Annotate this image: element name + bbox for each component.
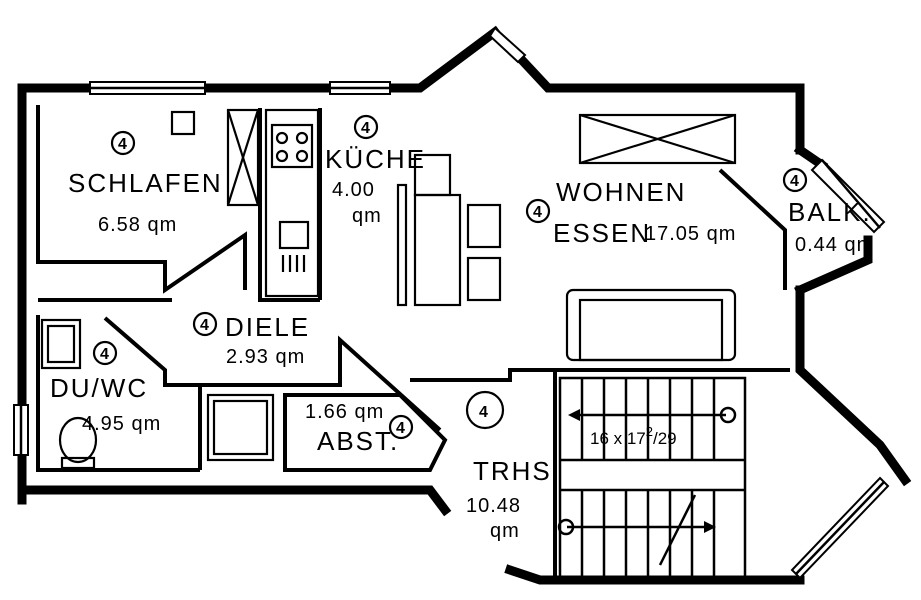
marker-wohnen [525,198,551,224]
marker-diele [192,311,218,337]
area-duwc: 4.95 qm [82,413,161,435]
marker-abst [388,414,414,440]
label-abst: ABST. [317,426,399,456]
room-markers: 4 4 4 4 4 4 4 4 [92,114,808,440]
marker-duwc [92,340,118,366]
area-abst: 1.66 qm [305,401,384,423]
kitchen-counter [264,108,320,298]
area-trhs-value: 10.48 [466,495,521,517]
marker-kueche [353,114,379,140]
marker-balkon-text: 4 [790,173,799,190]
window-balkon [810,158,886,234]
stair-arrow-up [568,409,580,421]
marker-diele-text: 4 [200,317,209,334]
label-schlafen: SCHLAFEN [68,168,223,198]
windows [13,26,890,580]
stair-outline [558,376,747,580]
label-duwc: DU/WC [50,373,148,403]
shower [40,318,82,370]
marker-abst-text: 4 [396,420,405,437]
dining-table [413,193,462,307]
dining-bench [396,183,408,307]
fixtures [40,108,737,470]
room-labels: SCHLAFEN 6.58 qm KÜCHE 4.00 qm WOHNEN ES… [50,144,874,542]
stair-arrow-down [704,521,716,533]
wardrobe [226,108,260,207]
label-wohnen: WOHNEN [556,177,686,207]
chair-right-2 [466,256,502,302]
outer-walls [17,25,912,585]
stair-dimension: 16 x 172/29 [590,424,677,448]
area-schlafen: 6.58 qm [98,214,177,236]
label-diele: DIELE [225,312,310,342]
label-balkon: BALK. [788,197,872,227]
staircase: 16 x 172/29 [557,376,747,580]
marker-wohnen-text: 4 [533,204,542,221]
toilet [58,416,98,464]
area-trhs-unit: qm [490,520,520,542]
window-wohnen-bay [488,26,527,64]
kitchen-sink [278,220,310,250]
marker-balkon [782,167,808,193]
label-kueche: KÜCHE [325,144,426,174]
interior-walls [36,105,790,580]
nightstand [170,110,196,136]
area-kueche-value: 4.00 [332,179,375,201]
marker-schlafen [110,130,136,156]
marker-trhs [465,390,505,430]
area-wohnen: 17.05 qm [645,223,736,245]
chair-top [413,153,452,197]
storage-box [206,393,275,462]
area-balkon: 0.44 qm [795,234,874,256]
sideboard [578,113,737,165]
stove [270,123,314,169]
marker-kueche-text: 4 [361,120,370,137]
chair-right-1 [466,203,502,249]
marker-trhs-text: 4 [479,404,488,421]
marker-schlafen-text: 4 [118,136,127,153]
label-trhs: TRHS [473,456,552,486]
marker-duwc-text: 4 [100,346,109,363]
area-kueche-unit: qm [352,205,382,227]
area-diele: 2.93 qm [226,346,305,368]
label-essen: ESSEN [553,218,651,248]
